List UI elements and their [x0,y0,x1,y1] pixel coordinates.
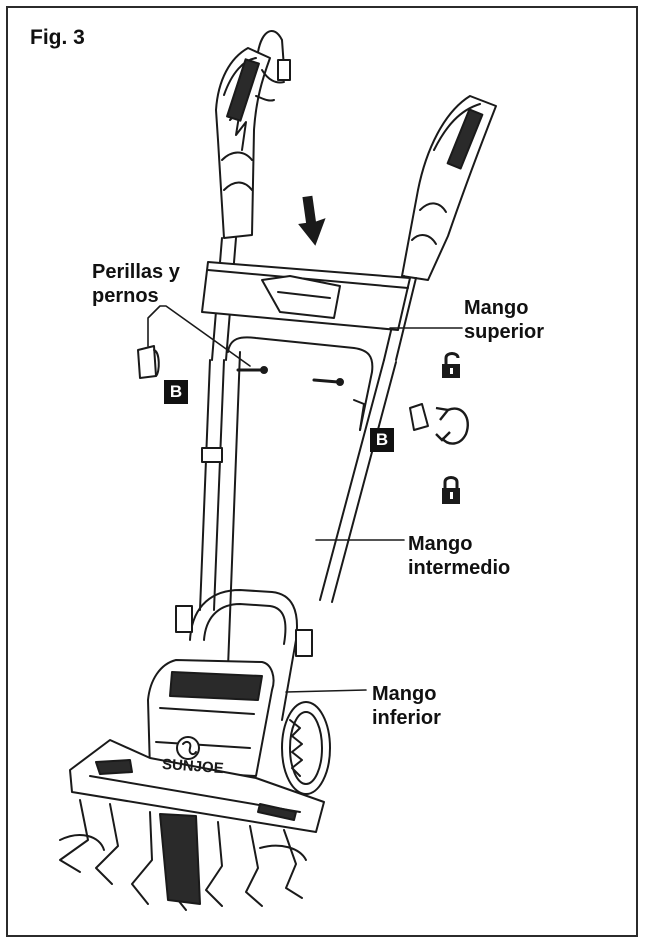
motor-housing [147,659,275,777]
label-lower-handle-line1: Mango [372,683,437,705]
leader-knobs-bolts [147,305,251,367]
right-grip [401,95,497,281]
knob-right [409,403,429,431]
figure-title: Fig. 3 [30,26,85,49]
label-knobs-bolts-line1: Perillas y [92,261,180,283]
rotate-arrows-icon [435,406,469,445]
padlock-open-icon [442,352,460,378]
left-grip [215,47,271,239]
label-middle-handle-line2: intermedio [408,557,511,579]
padlock-closed-icon [442,476,460,504]
wheel [281,701,331,795]
leader-lines [147,305,463,693]
bolt-right [312,378,344,386]
knob-left [137,345,160,379]
lower-knob-right [295,629,313,657]
callout-b-right: B [370,428,394,452]
arrow-down-icon [298,195,326,246]
tines [59,799,307,911]
callout-b-left: B [164,380,188,404]
label-upper-handle-line1: Mango [464,297,529,319]
label-middle-handle-line1: Mango [408,533,473,555]
label-upper-handle-line2: superior [464,321,545,343]
figure-frame [6,6,638,937]
lower-knob-left [175,605,193,633]
tine-shield [69,739,325,833]
label-knobs-bolts-line2: pernos [92,285,159,307]
leader-lower-handle [285,689,367,693]
power-cord [255,29,291,102]
upper-crossbar-panel [201,261,411,331]
bolt-left [236,366,268,374]
label-lower-handle-line2: inferior [372,707,441,729]
